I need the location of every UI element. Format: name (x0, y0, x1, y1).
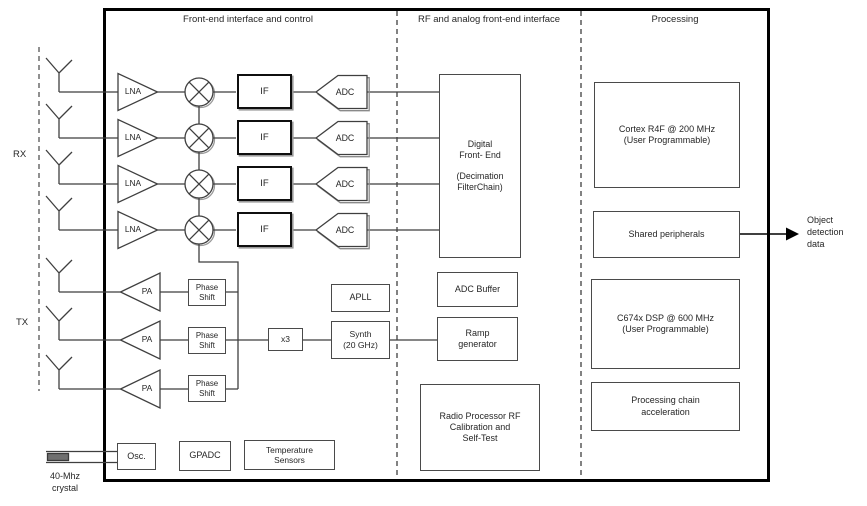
rx-antenna-icon (45, 57, 118, 231)
if-block: IF (237, 166, 292, 201)
phase-shift-block: Phase Shift (188, 279, 226, 306)
tx-group-label: TX (16, 317, 29, 328)
radio-processor-block: Radio Processor RF Calibration and Self-… (420, 384, 540, 471)
synth-block: Synth (20 GHz) (331, 321, 390, 359)
lna-label: LNA (124, 178, 142, 188)
crystal-label: 40-Mhz crystal (49, 471, 80, 493)
shared-peripherals-block: Shared peripherals (593, 211, 740, 258)
lna-label: LNA (124, 86, 142, 96)
digital-front-end-block: Digital Front- End (Decimation FilterCha… (439, 74, 521, 258)
processing-chain-accel-block: Processing chain acceleration (591, 382, 740, 431)
phase-shift-block: Phase Shift (188, 327, 226, 354)
if-block: IF (237, 120, 292, 155)
lna-label: LNA (124, 132, 142, 142)
pa-label: PA (141, 383, 153, 393)
rx-group-label: RX (13, 149, 27, 160)
if-block: IF (237, 74, 292, 109)
adc-label: ADC (335, 132, 355, 143)
adc-buffer-block: ADC Buffer (437, 272, 518, 307)
output-arrow (740, 227, 799, 241)
lna-label: LNA (124, 224, 142, 234)
gpadc-block: GPADC (179, 441, 231, 471)
multiplier-x3-block: x3 (268, 328, 303, 351)
adc-label: ADC (335, 178, 355, 189)
section-header-processing: Processing (651, 14, 699, 25)
mixer-icon (184, 77, 216, 247)
if-block: IF (237, 212, 292, 247)
adc-label: ADC (335, 224, 355, 235)
ramp-generator-block: Ramp generator (437, 317, 518, 361)
adc-shape (314, 74, 370, 250)
c674x-dsp-block: C674x DSP @ 600 MHz (User Programmable) (591, 279, 740, 369)
pa-label: PA (141, 286, 153, 296)
object-detection-data-label: Object detection data (807, 215, 844, 250)
temperature-sensors-block: Temperature Sensors (244, 440, 335, 470)
lna-triangle (117, 72, 160, 250)
crystal-icon (46, 450, 117, 464)
section-header-frontend: Front-end interface and control (183, 14, 313, 25)
cortex-r4f-block: Cortex R4F @ 200 MHz (User Programmable) (594, 82, 740, 188)
oscillator-block: Osc. (117, 443, 156, 470)
section-header-rf-analog: RF and analog front-end interface (417, 14, 561, 25)
adc-label: ADC (335, 86, 355, 97)
pa-label: PA (141, 334, 153, 344)
tx-antenna-icon (45, 257, 121, 390)
phase-shift-block: Phase Shift (188, 375, 226, 402)
apll-block: APLL (331, 284, 390, 312)
